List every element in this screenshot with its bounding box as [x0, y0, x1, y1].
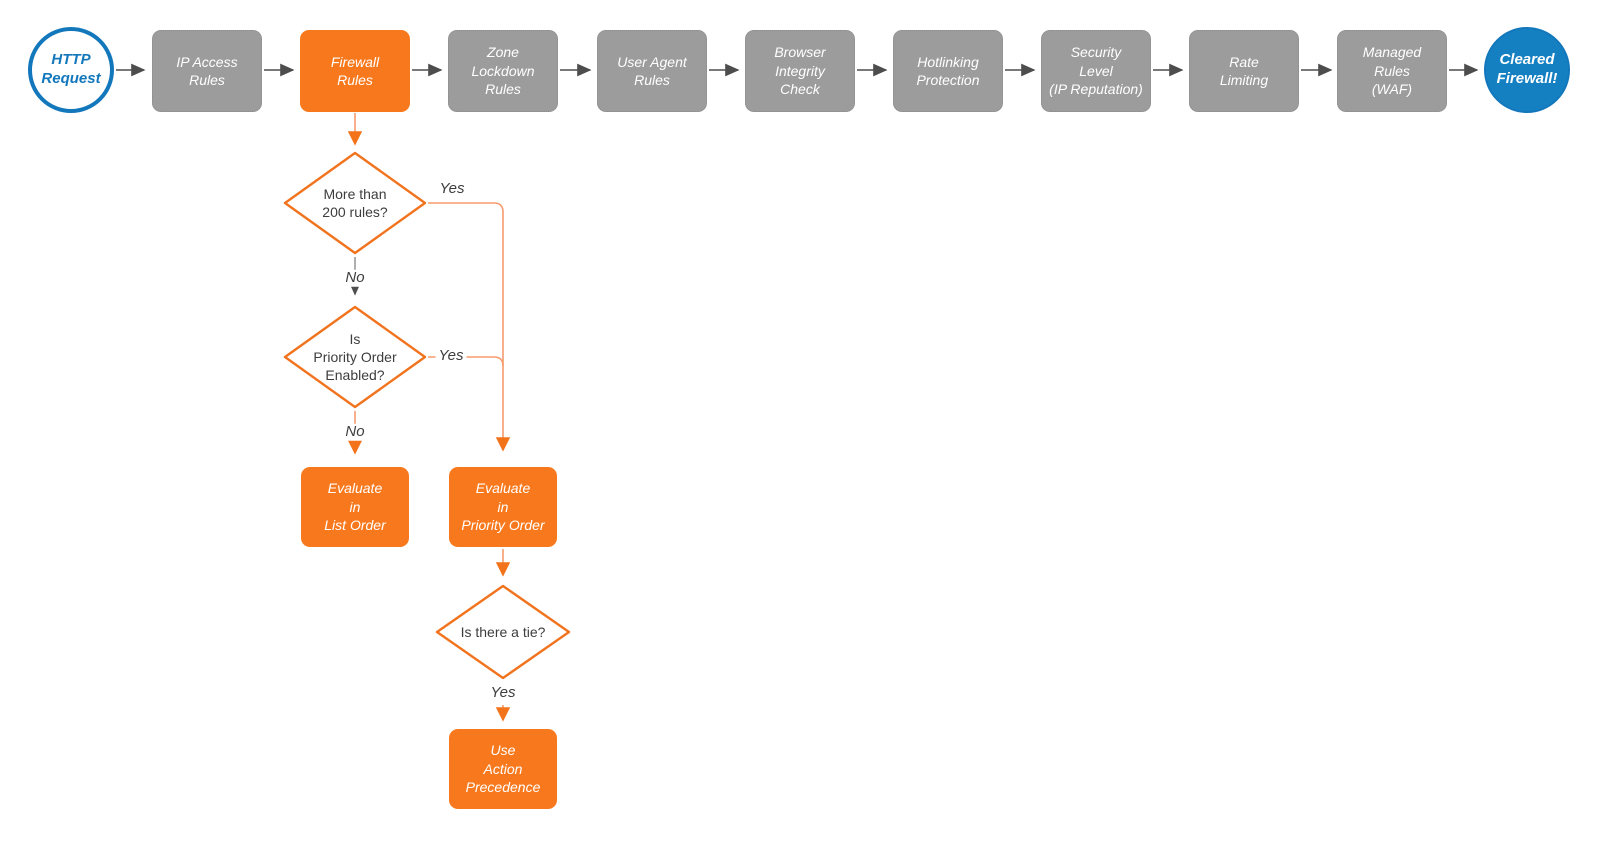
- decision-label: More than 200 rules?: [322, 185, 388, 220]
- arrow-decision1-yes: [428, 202, 511, 452]
- action-label: Use Action Precedence: [465, 742, 541, 796]
- decision-more-than-200-rules: More than 200 rules?: [283, 151, 427, 255]
- stage-label: Firewall Rules: [330, 53, 380, 88]
- stage-security-level: Security Level (IP Reputation): [1041, 30, 1151, 112]
- stage-managed-rules-waf: Managed Rules (WAF): [1337, 30, 1447, 112]
- stage-label: User Agent Rules: [617, 53, 687, 88]
- stage-hotlinking-protection: Hotlinking Protection: [893, 30, 1003, 112]
- action-evaluate-in-priority-order: Evaluate in Priority Order: [449, 467, 557, 547]
- stage-firewall-rules: Firewall Rules: [300, 30, 410, 112]
- end-node-cleared-firewall: Cleared Firewall!: [1484, 27, 1570, 113]
- decision-label: Is there a tie?: [460, 623, 546, 640]
- edge-label-decision3-yes: Yes: [490, 683, 516, 701]
- action-evaluate-in-list-order: Evaluate in List Order: [301, 467, 409, 547]
- edge-label-decision1-yes: Yes: [439, 179, 465, 197]
- stage-label: Hotlinking Protection: [916, 53, 980, 88]
- stage-zone-lockdown-rules: Zone Lockdown Rules: [448, 30, 558, 112]
- diamond-shape: [435, 584, 571, 680]
- stage-label: Rate Limiting: [1219, 53, 1269, 88]
- stage-label: Browser Integrity Check: [774, 44, 826, 98]
- stage-label: Security Level (IP Reputation): [1049, 44, 1143, 98]
- start-node-label: HTTP Request: [41, 51, 101, 87]
- edge-label-decision2-no: No: [342, 423, 368, 441]
- stage-label: Managed Rules (WAF): [1362, 44, 1422, 98]
- decision-priority-order-enabled: Is Priority Order Enabled?: [283, 305, 427, 409]
- action-label: Evaluate in Priority Order: [461, 480, 545, 534]
- stage-browser-integrity-check: Browser Integrity Check: [745, 30, 855, 112]
- stage-label: IP Access Rules: [176, 53, 238, 88]
- decision-is-there-a-tie: Is there a tie?: [435, 584, 571, 680]
- stage-rate-limiting: Rate Limiting: [1189, 30, 1299, 112]
- action-label: Evaluate in List Order: [324, 480, 386, 534]
- diamond-shape: [283, 305, 427, 409]
- decision-label: Is Priority Order Enabled?: [313, 330, 397, 384]
- end-node-label: Cleared Firewall!: [1496, 51, 1558, 87]
- edge-label-decision1-no: No: [342, 269, 368, 287]
- diamond-shape: [283, 151, 427, 255]
- action-use-action-precedence: Use Action Precedence: [449, 729, 557, 809]
- edge-label-decision2-yes: Yes: [435, 347, 467, 365]
- stage-user-agent-rules: User Agent Rules: [597, 30, 707, 112]
- stage-label: Zone Lockdown Rules: [471, 44, 535, 98]
- start-node-http-request: HTTP Request: [28, 27, 114, 113]
- stage-ip-access-rules: IP Access Rules: [152, 30, 262, 112]
